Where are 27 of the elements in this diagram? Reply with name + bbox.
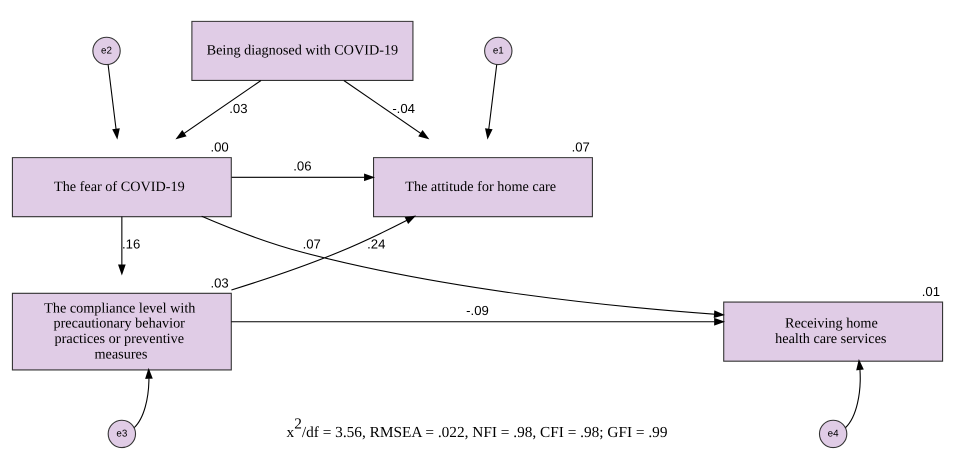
edge-label: .06 <box>293 158 312 174</box>
arrow <box>344 80 430 140</box>
edge-label: -.09 <box>466 302 489 318</box>
arrow <box>232 173 376 182</box>
arrow <box>201 216 725 318</box>
arrow <box>134 368 153 428</box>
node-label: .01 <box>922 284 940 300</box>
node-label: .07 <box>572 140 590 155</box>
node-circle: e3 <box>108 420 136 448</box>
arrow <box>231 216 416 290</box>
node-label: .00 <box>210 140 229 155</box>
node-circle: e2 <box>92 36 121 66</box>
node-label: .03 <box>210 275 229 290</box>
arrow <box>485 64 498 140</box>
node-circle: e1 <box>484 36 513 66</box>
arrow <box>845 359 864 428</box>
edge-label: .07 <box>302 236 321 252</box>
edge-label: .03 <box>229 100 248 116</box>
edge-label: -.04 <box>392 100 415 116</box>
node-circle: e4 <box>818 420 848 448</box>
edge-label: .24 <box>367 236 386 252</box>
node-box: Being diagnosed with COVID-19 <box>191 20 414 82</box>
edge-label: .16 <box>122 236 140 252</box>
arrow <box>118 216 126 276</box>
arrow <box>231 318 726 326</box>
arrow <box>108 64 120 140</box>
arrow <box>175 80 262 140</box>
